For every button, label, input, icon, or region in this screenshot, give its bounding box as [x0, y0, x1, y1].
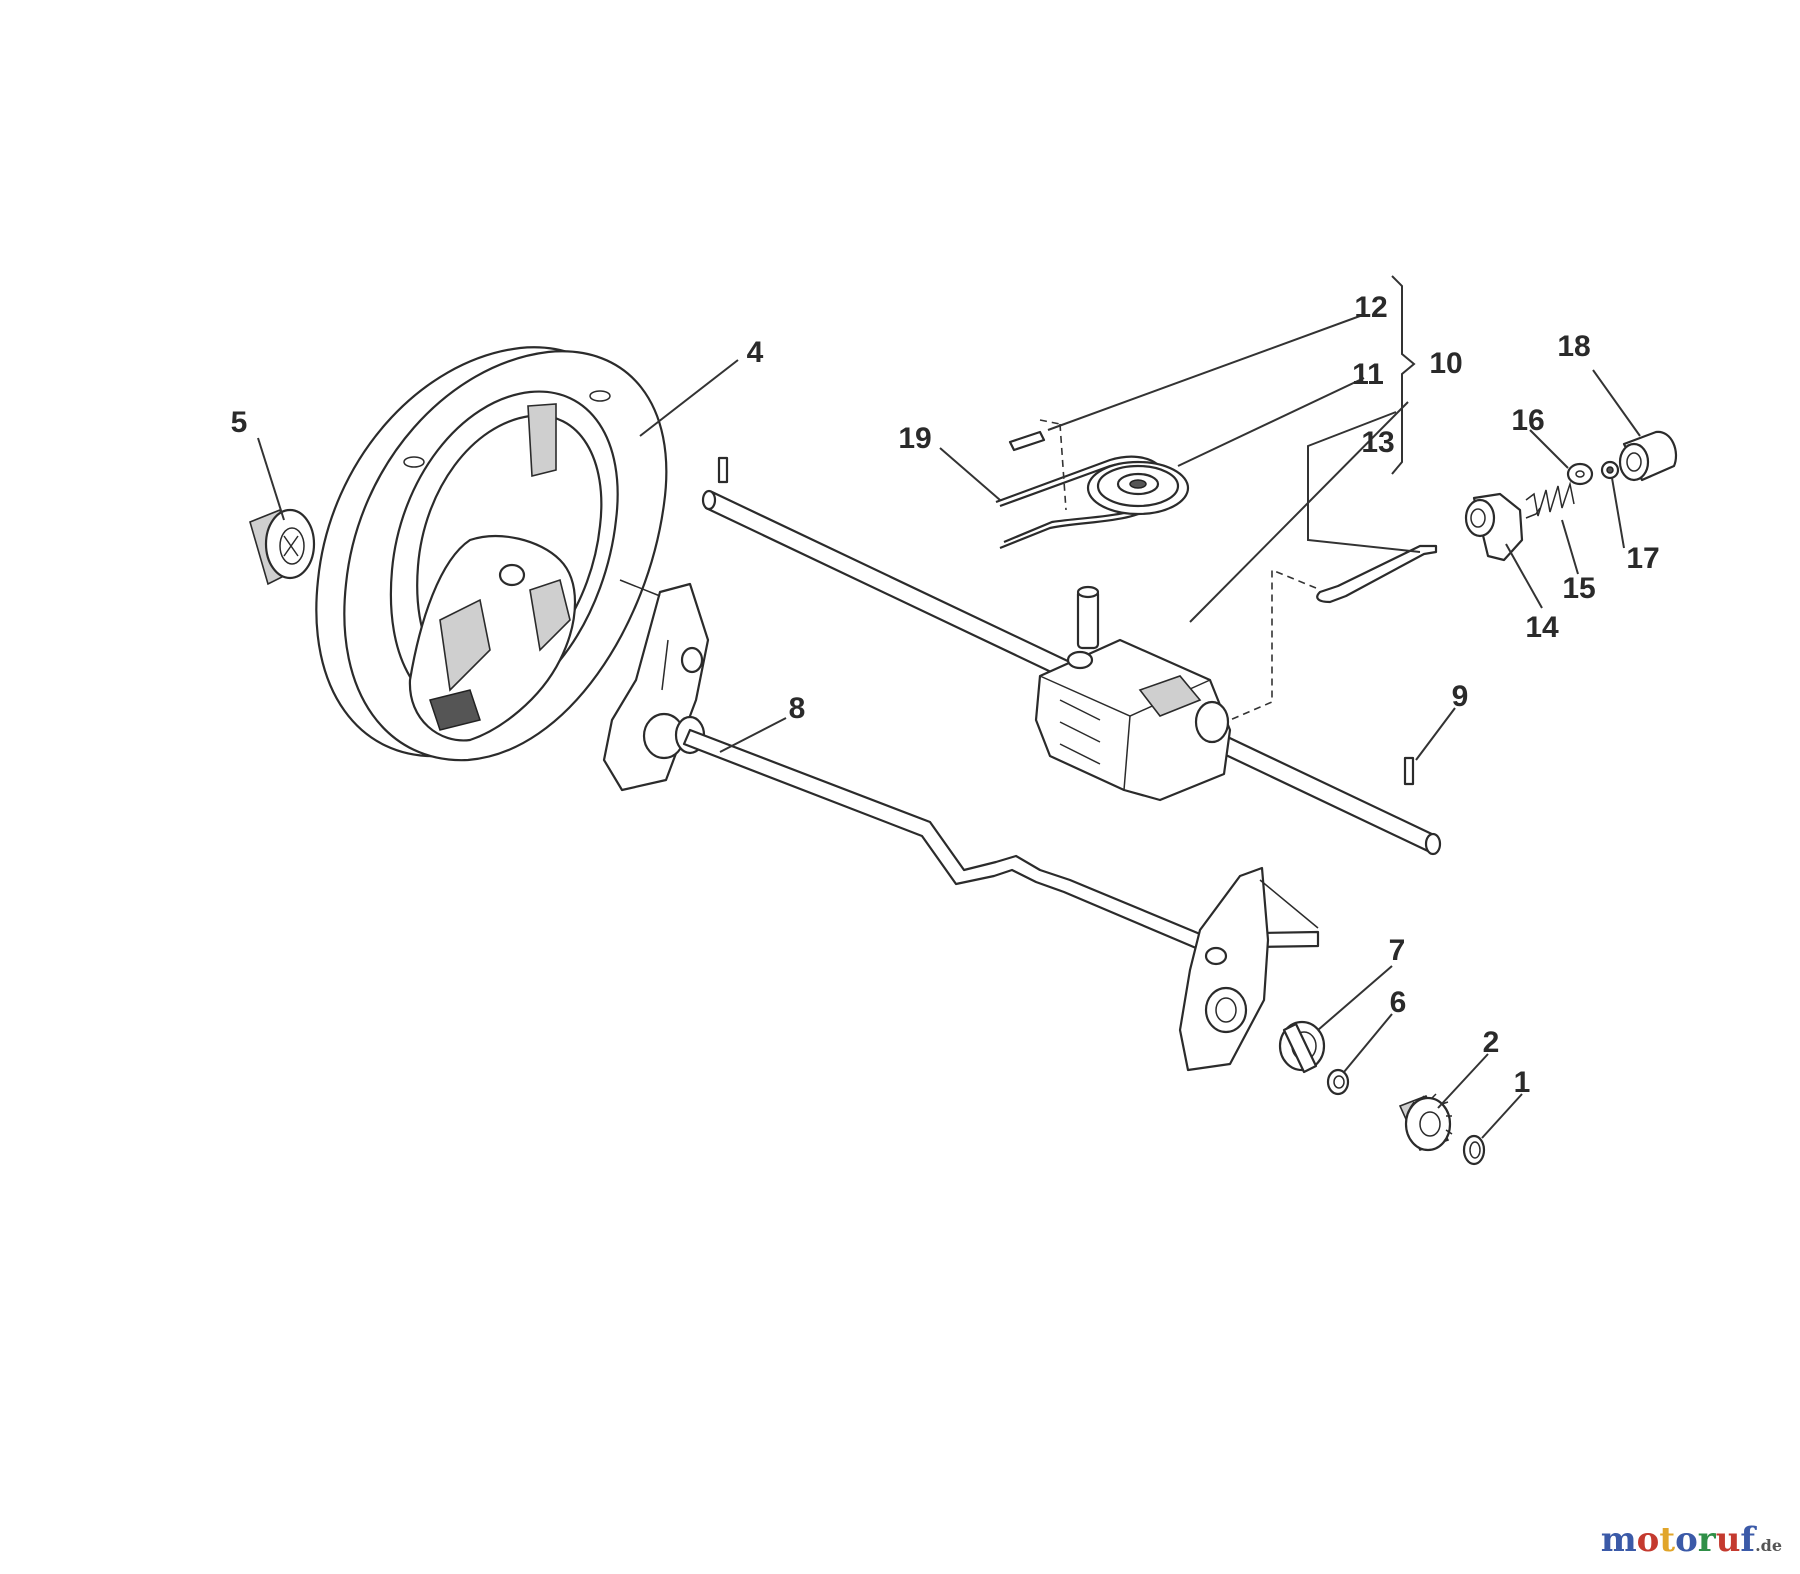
shaft-pin-upper — [717, 456, 729, 484]
leader-lines — [257, 275, 1641, 1139]
shaft-pin — [1403, 756, 1415, 786]
watermark-suffix: .de — [1755, 1536, 1782, 1555]
bearing — [1278, 1020, 1326, 1074]
rear-wheel — [315, 346, 668, 762]
part-label-8: 8 — [789, 692, 806, 725]
part-label-12: 12 — [1354, 291, 1387, 324]
washer-upper — [1566, 462, 1594, 486]
watermark-m: m — [1600, 1520, 1637, 1560]
part-label-16: 16 — [1511, 404, 1544, 437]
part-label-7: 7 — [1389, 934, 1406, 967]
watermark-o1: o — [1636, 1520, 1660, 1560]
watermark-t: t — [1659, 1520, 1676, 1560]
part-label-6: 6 — [1390, 986, 1407, 1019]
pinion-gear — [1398, 1093, 1453, 1152]
part-label-17: 17 — [1626, 542, 1659, 575]
watermark-u: u — [1715, 1520, 1741, 1560]
part-label-13: 13 — [1361, 426, 1394, 459]
spring-pin — [1008, 419, 1067, 511]
washer-lower — [1326, 1068, 1350, 1096]
part-label-10: 10 — [1429, 347, 1462, 380]
nut — [1600, 460, 1620, 480]
watermark-o2: o — [1675, 1520, 1698, 1560]
control-rod — [1229, 544, 1438, 721]
part-label-4: 4 — [747, 336, 764, 369]
part-label-1: 1 — [1514, 1066, 1531, 1099]
right-axle-bracket — [1178, 866, 1319, 1072]
cap — [1618, 430, 1678, 482]
part-label-9: 9 — [1452, 680, 1469, 713]
wheel-pinion — [249, 508, 316, 586]
watermark-r: r — [1697, 1520, 1716, 1560]
part-label-2: 2 — [1483, 1026, 1500, 1059]
part-label-5: 5 — [231, 406, 248, 439]
bracket — [1464, 492, 1524, 562]
pulley — [1086, 460, 1190, 516]
part-label-11: 11 — [1352, 358, 1384, 391]
transmission — [1034, 585, 1232, 802]
spring — [1525, 481, 1575, 519]
part-label-19: 19 — [898, 422, 931, 455]
part-label-15: 15 — [1562, 572, 1595, 605]
part-label-18: 18 — [1557, 330, 1590, 363]
rear-axle — [682, 728, 1320, 950]
watermark-logo: motoruf.de — [1601, 1520, 1782, 1560]
retaining-ring — [1462, 1134, 1486, 1166]
part-labels: 1 2 4 5 6 7 8 9 10 11 12 13 14 15 16 17 … — [231, 291, 1660, 1099]
watermark-f: f — [1740, 1520, 1756, 1560]
part-label-14: 14 — [1525, 611, 1559, 644]
